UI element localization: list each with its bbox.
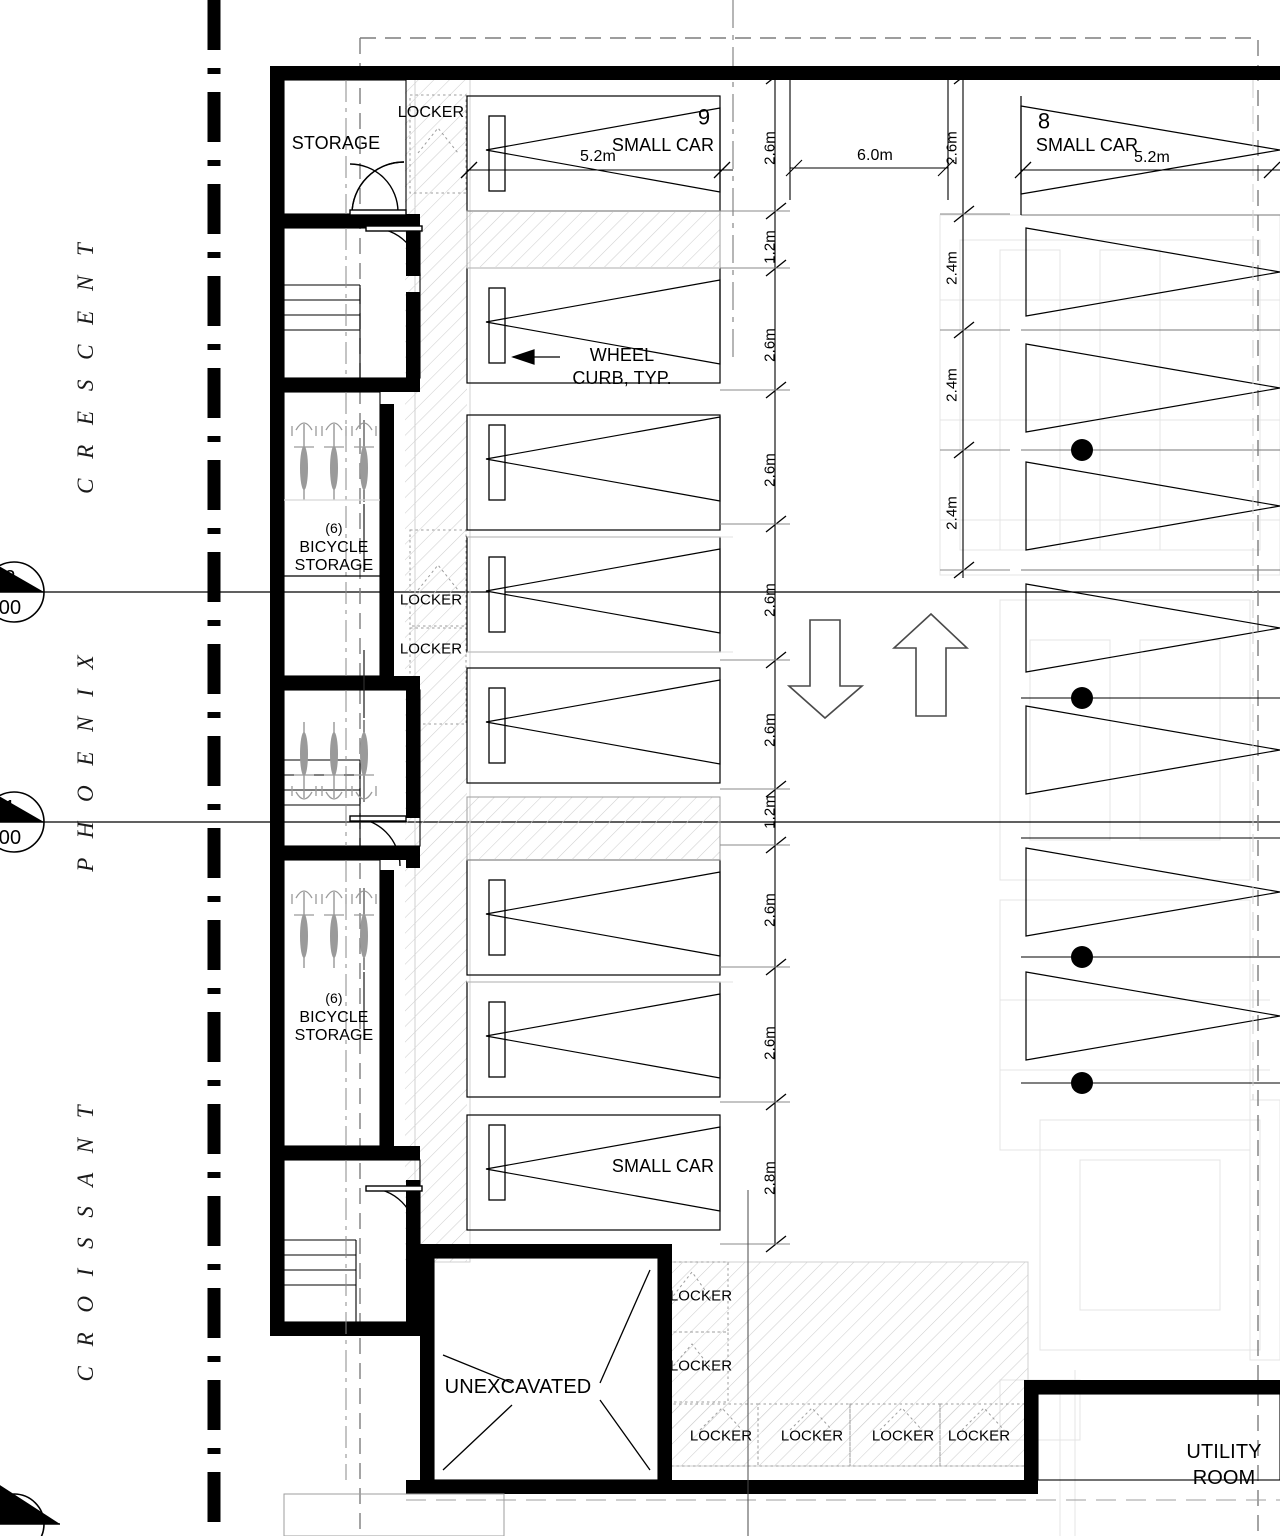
locker-label-7: LOCKER [780,1427,844,1445]
section-marker-sheet-2[interactable]: 00 [0,826,22,849]
stall-type-9: SMALL CAR [611,134,715,155]
wheel-curb-note-line2: CURB, TYP. [572,367,672,388]
structural-columns [1071,439,1093,1094]
car-wedge [1020,105,1280,1061]
room-label-utility-line1: UTILITY [1186,1440,1262,1463]
dimension-left-3: 2.6m [761,328,779,362]
section-cut-lines [30,591,1280,823]
stall-length-9: 5.2m [580,148,616,166]
stalls-left-bank [466,95,733,1231]
wheel-curb-leader [511,349,560,365]
section-marker-number-2[interactable]: 1 [4,796,16,819]
traffic-arrow-down [786,619,865,720]
dimension-string-left [720,67,790,1253]
locker-label-8: LOCKER [871,1427,935,1445]
bicycle-racks-upper [284,420,380,572]
locker-label-2: LOCKER [399,591,463,609]
dimension-left-8: 2.6m [761,893,779,927]
dimension-aisle-label: 6.0m [857,147,893,165]
dimension-right-4: 2.4m [943,496,961,530]
dimension-string-right [940,67,1010,579]
misc-thin-detail [283,1190,1280,1536]
dimension-left-6: 2.6m [761,713,779,747]
room-label-bicycle-storage-upper-line2: STORAGE [294,557,374,575]
stair-runs [284,80,361,1480]
room-label-bicycle-storage-upper-count: (6) [325,520,343,537]
dimension-left-4: 2.6m [761,453,779,487]
room-label-bicycle-storage-upper-line1: BICYCLE [299,539,369,557]
bicycle-racks-upper-mirror [284,575,380,802]
room-label-storage: STORAGE [291,132,381,153]
locker-label-3: LOCKER [399,640,463,658]
stall-length-ticks [460,161,1280,179]
room-label-unexcavated: UNEXCAVATED [444,1375,592,1398]
section-marker-number-3[interactable]: 2 [4,1500,16,1523]
street-label-croissant: C R O I S S A N T [73,1098,99,1382]
locker-label-5: LOCKER [669,1357,733,1375]
traffic-arrow-up [891,612,970,717]
stall-number-8: 8 [1037,108,1051,134]
car-wedge [485,107,721,1212]
bicycle-racks-lower [291,888,377,1040]
dimension-left-9: 2.6m [761,1026,779,1060]
dimension-right-3: 2.4m [943,368,961,402]
structural-walls [270,66,1280,1494]
locker-label-4: LOCKER [669,1287,733,1305]
dimension-left-1: 2.6m [761,131,779,165]
street-label-phoenix: P H O E N I X [73,648,99,872]
dimension-left-5: 2.6m [761,583,779,617]
stall-type-8: SMALL CAR [1035,134,1139,155]
dimension-right-2: 2.4m [943,251,961,285]
section-marker-number-1[interactable]: 2 [4,566,16,589]
locker-label-9: LOCKER [947,1427,1011,1445]
section-marker-sheet-1[interactable]: 00 [0,596,22,619]
dimension-left-10: 2.8m [761,1161,779,1195]
section-marker-symbol-3 [0,1485,60,1536]
door-swings [349,161,423,1237]
room-label-utility-line2: ROOM [1192,1466,1256,1489]
dimension-aisle-line [785,76,955,200]
stall-number-9: 9 [697,104,711,130]
section-marker-symbol-2 [0,791,45,853]
locker-label-1: LOCKER [397,104,465,122]
unexcavated-cross [442,1269,651,1471]
stall-type-bottom: SMALL CAR [611,1155,715,1176]
dimension-right-1: 2.6m [943,131,961,165]
stall-length-8: 5.2m [1134,149,1170,167]
street-label-crescent: C R E S C E N T [73,236,99,494]
room-label-bicycle-storage-lower-count: (6) [325,990,343,1007]
dimension-left-2: 1.2m [761,230,779,264]
section-marker-symbol-1 [0,561,45,623]
wall-inner-faces [283,79,1280,1481]
wheel-curb-note-line1: WHEEL [589,344,655,365]
room-label-bicycle-storage-lower-line2: STORAGE [294,1027,374,1045]
wheel-curb [488,115,506,1201]
locker-label-6: LOCKER [689,1427,753,1445]
dimension-left-7: 1.2m [761,795,779,829]
room-label-bicycle-storage-lower-line1: BICYCLE [299,1009,369,1027]
stalls-right-bank [1020,80,1280,1100]
